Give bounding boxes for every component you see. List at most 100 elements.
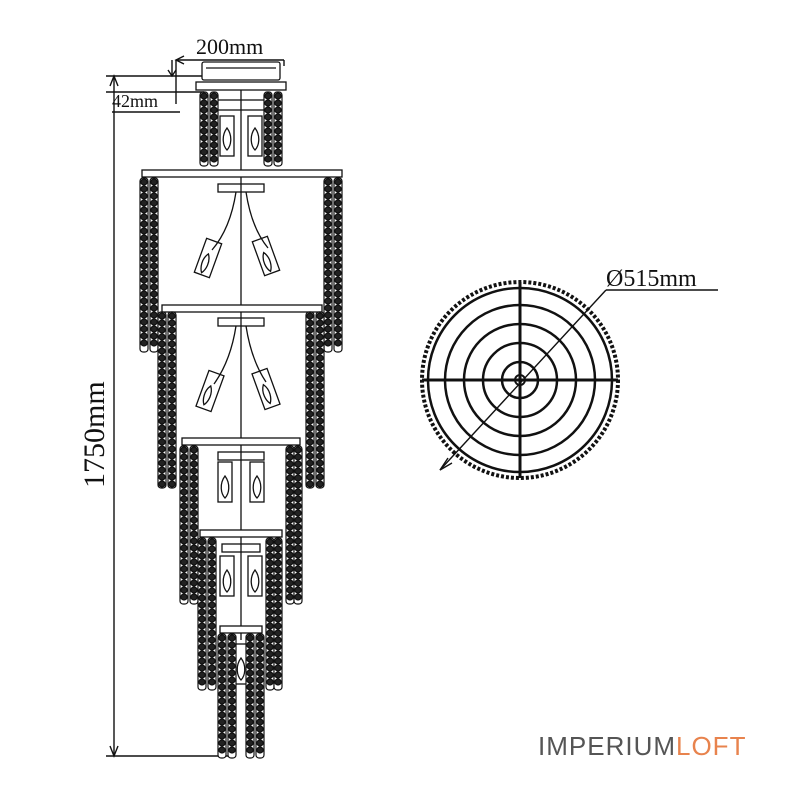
crystal-bead [168, 312, 176, 320]
crystal-bead [324, 339, 332, 347]
crystal-bead [266, 573, 274, 581]
crystal-bead [316, 410, 324, 418]
crystal-bead [140, 234, 148, 242]
crystal-bead [180, 593, 188, 601]
crystal-bead [266, 636, 274, 644]
crystal-bead [334, 220, 342, 228]
crystal-bead [140, 283, 148, 291]
crystal-bead [306, 333, 314, 341]
crystal-bead [334, 234, 342, 242]
crystal-bead [294, 579, 302, 587]
total-height-dimension [106, 74, 232, 758]
crystal-bead [228, 746, 236, 754]
crystal-bead [274, 594, 282, 602]
crystal-bead [274, 141, 282, 149]
crystal-bead [140, 220, 148, 228]
crystal-bead [158, 375, 166, 383]
crystal-bead [210, 155, 218, 163]
crystal-bead [168, 396, 176, 404]
crystal-bead [218, 662, 226, 670]
crystal-bead [274, 643, 282, 651]
canopy-height-label: 42mm [112, 91, 158, 111]
crystal-bead [316, 382, 324, 390]
crystal-bead [208, 622, 216, 630]
crystal-bead [334, 276, 342, 284]
brand-logo: IMPERIUMLOFT [538, 733, 746, 759]
diameter-dimension [439, 289, 718, 471]
crystal-bead [286, 509, 294, 517]
crystal-bead [286, 586, 294, 594]
candle-group-tier2 [195, 367, 281, 413]
crystal-bead [274, 671, 282, 679]
crystal-bead [294, 523, 302, 531]
crystal-bead [140, 290, 148, 298]
crystal-bead [306, 480, 314, 488]
crystal-bead [198, 636, 206, 644]
crystal-bead [158, 417, 166, 425]
crystal-bead [210, 141, 218, 149]
crystal-bead [150, 276, 158, 284]
crystal-bead [180, 474, 188, 482]
crystal-bead [168, 368, 176, 376]
crystal-bead [218, 676, 226, 684]
crystal-bead [158, 403, 166, 411]
crystal-bead [316, 480, 324, 488]
crystal-bead [180, 481, 188, 489]
crystal-bead [218, 648, 226, 656]
crystal-bead [316, 459, 324, 467]
crystal-bead [158, 354, 166, 362]
crystal-bead [334, 248, 342, 256]
crystal-bead [208, 559, 216, 567]
crystal-bead [140, 311, 148, 319]
crystal-bead [324, 290, 332, 298]
crystal-bead [286, 572, 294, 580]
brand-logo-part1: IMPERIUM [538, 731, 676, 761]
crystal-bead [198, 559, 206, 567]
crystal-bead [198, 678, 206, 686]
crystal-bead [140, 213, 148, 221]
crystal-bead [264, 134, 272, 142]
crystal-bead [180, 572, 188, 580]
crystal-bead [266, 657, 274, 665]
crystal-bead [256, 669, 264, 677]
crystal-bead [256, 648, 264, 656]
crystal-bead [190, 537, 198, 545]
crystal-bead [210, 92, 218, 100]
crystal-bead [256, 697, 264, 705]
crystal-bead [286, 593, 294, 601]
crystal-bead [294, 572, 302, 580]
crystal-bead [306, 361, 314, 369]
crystal-bead [316, 389, 324, 397]
crystal-bead [208, 594, 216, 602]
crystal-bead [180, 446, 188, 454]
crystal-bead [324, 332, 332, 340]
crystal-bead [316, 340, 324, 348]
crystal-bead [218, 725, 226, 733]
crystal-bead [168, 459, 176, 467]
crystal-bead [198, 629, 206, 637]
crystal-bead [334, 227, 342, 235]
crystal-bead [158, 312, 166, 320]
crystal-bead [334, 255, 342, 263]
crystal-bead [324, 269, 332, 277]
crystal-bead [256, 655, 264, 663]
crystal-bead [158, 473, 166, 481]
crystal-bead [316, 319, 324, 327]
crystal-bead [198, 650, 206, 658]
crystal-bead [256, 641, 264, 649]
crystal-bead [168, 410, 176, 418]
crystal-bead [266, 629, 274, 637]
crystal-bead [218, 634, 226, 642]
crystal-bead [218, 718, 226, 726]
crystal-bead [286, 544, 294, 552]
crystal-bead [266, 601, 274, 609]
crystal-bead [274, 120, 282, 128]
crystal-bead [200, 155, 208, 163]
crystal-bead [306, 466, 314, 474]
chandelier-side-view [141, 61, 343, 685]
crystal-bead [208, 587, 216, 595]
crystal-bead [218, 697, 226, 705]
crystal-bead [158, 340, 166, 348]
crystal-bead [168, 340, 176, 348]
